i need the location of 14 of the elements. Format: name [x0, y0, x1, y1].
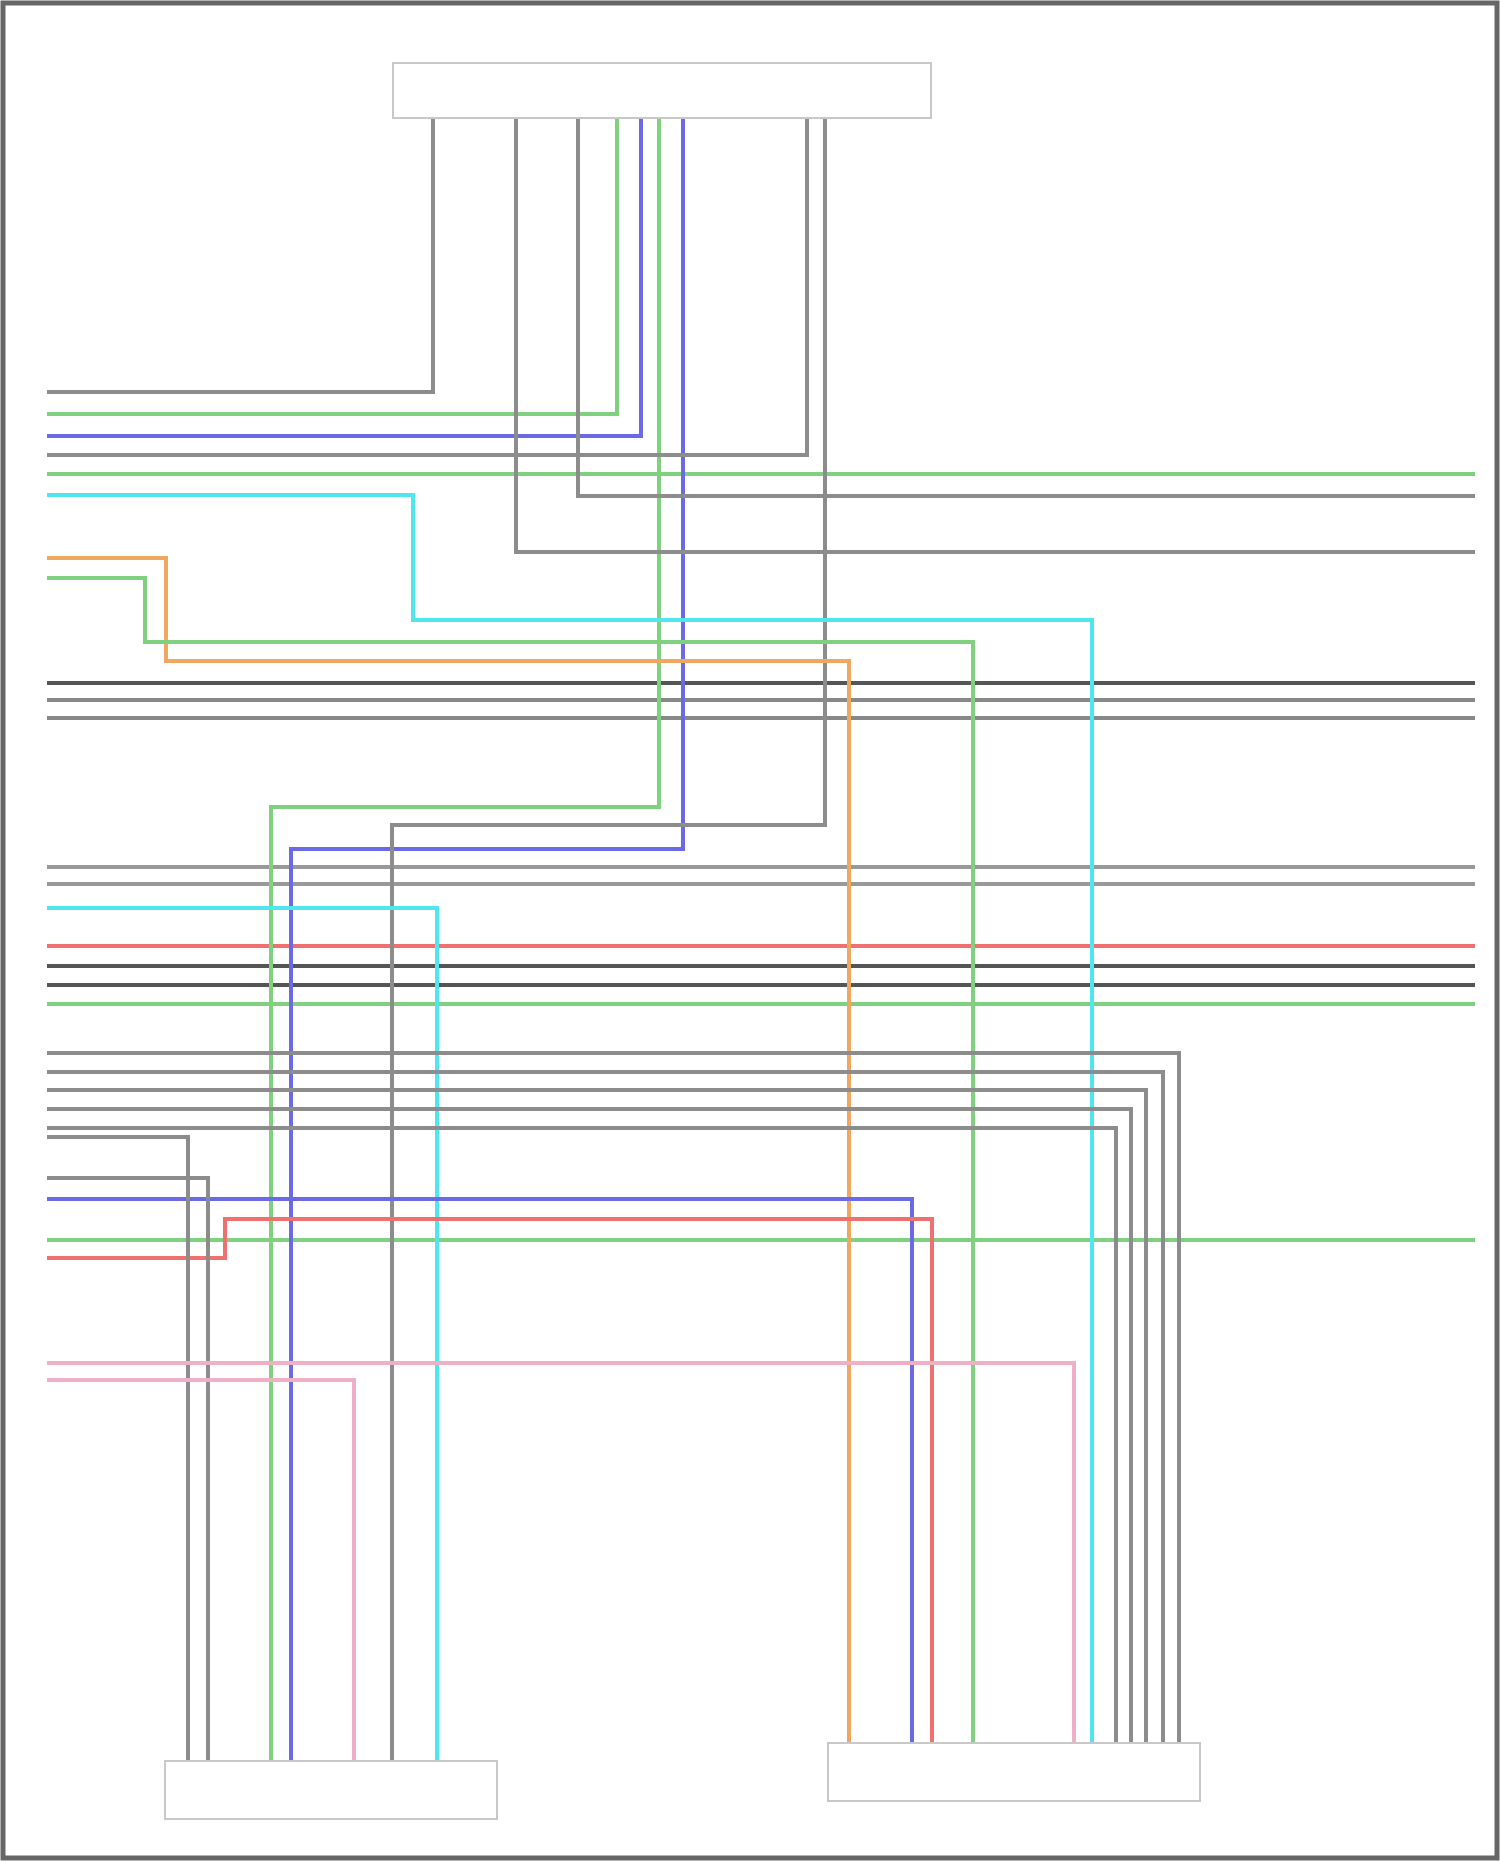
wire	[390, 119, 827, 1760]
wire	[47, 493, 1094, 1742]
wire	[47, 119, 435, 394]
connector-box	[827, 1742, 1201, 1802]
wire	[47, 906, 439, 1760]
wire	[576, 119, 1475, 498]
wire	[47, 1176, 210, 1760]
wire	[47, 1378, 356, 1760]
wire	[47, 1135, 190, 1760]
connector-box	[392, 62, 932, 119]
wire	[47, 119, 809, 457]
connector-box	[164, 1760, 498, 1820]
wire	[514, 119, 1475, 554]
wire	[47, 1361, 1076, 1742]
